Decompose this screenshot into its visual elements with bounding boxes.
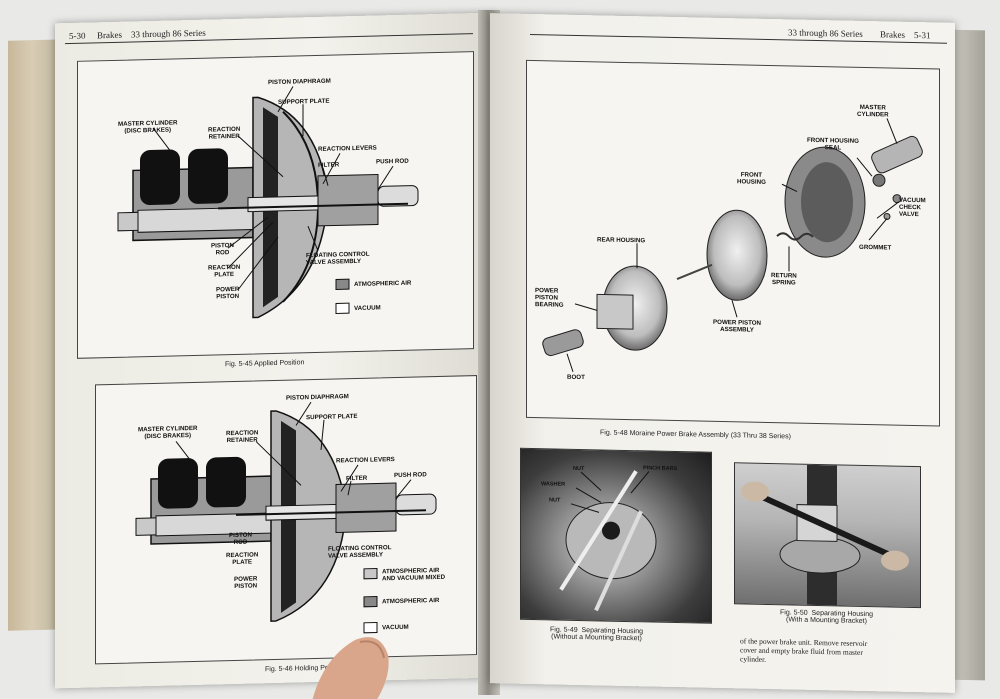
label-power-piston-bearing: POWER PISTON BEARING xyxy=(535,287,564,309)
label-washer: WASHER xyxy=(541,481,566,488)
caption-fig-5-49: Fig. 5-49 Separating Housing (Without a … xyxy=(550,626,643,643)
label-power-piston: POWER PISTON xyxy=(216,285,240,301)
photo-fig-5-50 xyxy=(734,462,921,609)
label-reaction-retainer: REACTION RETAINER xyxy=(208,125,241,141)
label-reaction-plate-2: REACTION PLATE xyxy=(226,551,259,567)
label-vacuum: VACUUM xyxy=(354,304,381,313)
caption-fig-5-45: Fig. 5-45 Applied Position xyxy=(225,359,305,369)
label-support-plate-2: SUPPORT PLATE xyxy=(306,412,358,422)
exploded-power-brake-diagram xyxy=(542,118,923,373)
label-front-housing-seal: FRONT HOUSING SEAL xyxy=(807,136,859,152)
left-header-rule xyxy=(65,33,473,45)
figure-5-48: MASTER CYLINDER FRONT HOUSING SEAL FRONT… xyxy=(526,59,940,427)
figure-5-45: MASTER CYLINDER (DISC BRAKES) REACTION R… xyxy=(77,51,474,359)
label-master-cylinder-exploded: MASTER CYLINDER xyxy=(857,103,889,119)
label-atmospheric-air: ATMOSPHERIC AIR xyxy=(354,279,412,289)
label-master-cylinder: MASTER CYLINDER (DISC BRAKES) xyxy=(118,119,178,135)
photo-fig-5-49: NUT WASHER NUT PINCH BARS xyxy=(520,447,712,624)
label-front-housing: FRONT HOUSING xyxy=(737,171,766,186)
label-floating-control-2: FLOATING CONTROL VALVE ASSEMBLY xyxy=(328,544,392,560)
right-page-number: 5-31 xyxy=(914,30,931,41)
label-floating-control: FLOATING CONTROL VALVE ASSEMBLY xyxy=(306,250,370,267)
label-return-spring: RETURN SPRING xyxy=(771,272,797,287)
label-reaction-levers: REACTION LEVERS xyxy=(318,144,377,153)
label-nut-1: NUT xyxy=(573,465,585,473)
label-master-cylinder-2: MASTER CYLINDER (DISC BRAKES) xyxy=(138,424,198,441)
label-nut-2: NUT xyxy=(549,497,561,504)
photo-separating-housing-no-bracket xyxy=(559,470,657,612)
caption-fig-5-50: Fig. 5-50 Separating Housing (With a Mou… xyxy=(780,609,873,626)
left-page: 5-30 Brakes 33 through 86 Series xyxy=(55,12,493,689)
thumb xyxy=(300,630,400,699)
label-vacuum-check-valve: VACUUM CHECK VALVE xyxy=(899,196,926,219)
label-power-piston-assembly: POWER PISTON ASSEMBLY xyxy=(713,318,762,334)
right-page-section: Brakes xyxy=(880,29,905,40)
label-grommet: GROMMET xyxy=(859,243,892,252)
right-page: 33 through 86 Series Brakes 5-31 xyxy=(490,13,955,693)
right-page-series: 33 through 86 Series xyxy=(788,27,863,39)
figure-5-46: MASTER CYLINDER (DISC BRAKES) REACTION R… xyxy=(95,375,477,665)
left-page-section: Brakes xyxy=(97,29,122,41)
label-pinch-bars: PINCH BARS xyxy=(643,465,678,473)
booster-diagram-holding xyxy=(135,401,437,634)
label-push-rod: PUSH ROD xyxy=(376,157,409,166)
label-rear-housing: REAR HOUSING xyxy=(597,236,646,245)
label-reaction-retainer-2: REACTION RETAINER xyxy=(226,429,259,445)
label-push-rod-2: PUSH ROD xyxy=(394,471,427,480)
label-piston-rod: PISTON ROD xyxy=(211,241,234,257)
label-reaction-plate: REACTION PLATE xyxy=(208,263,241,279)
label-filter: FILTER xyxy=(318,161,340,169)
label-mixed-air: ATMOSPHERIC AIR AND VACUUM MIXED xyxy=(382,566,446,583)
body-text-continuation: of the power brake unit. Remove reservoi… xyxy=(740,636,868,664)
left-page-series: 33 through 86 Series xyxy=(131,27,206,40)
photo-separating-housing-with-bracket xyxy=(741,464,909,606)
label-atmospheric-air-2: ATMOSPHERIC AIR xyxy=(382,596,440,606)
label-reaction-levers-2: REACTION LEVERS xyxy=(336,456,395,465)
caption-fig-5-48: Fig. 5-48 Moraine Power Brake Assembly (… xyxy=(600,429,791,441)
label-boot: BOOT xyxy=(567,373,585,382)
label-filter-2: FILTER xyxy=(346,474,368,483)
left-page-number: 5-30 xyxy=(69,30,86,42)
label-power-piston-2: POWER PISTON xyxy=(234,575,258,590)
label-support-plate: SUPPORT PLATE xyxy=(278,97,330,106)
thumb-shape xyxy=(312,637,389,699)
label-piston-rod-2: PISTON ROD xyxy=(229,531,252,546)
booster-diagram-applied xyxy=(117,86,419,319)
